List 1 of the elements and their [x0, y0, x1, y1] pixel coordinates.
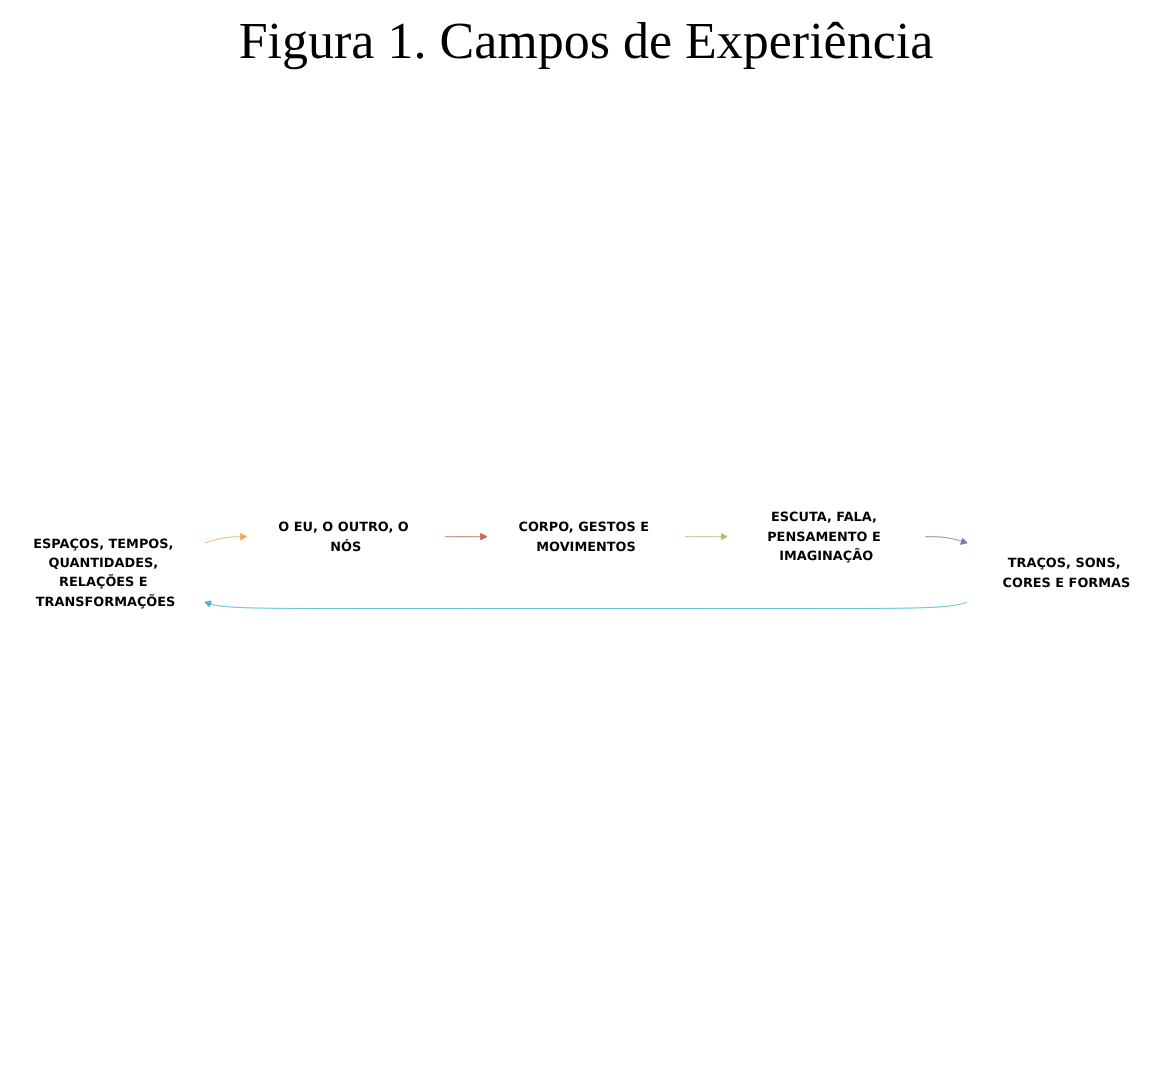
- diagram-title: Figura 1. Campos de Experiência: [236, 12, 936, 72]
